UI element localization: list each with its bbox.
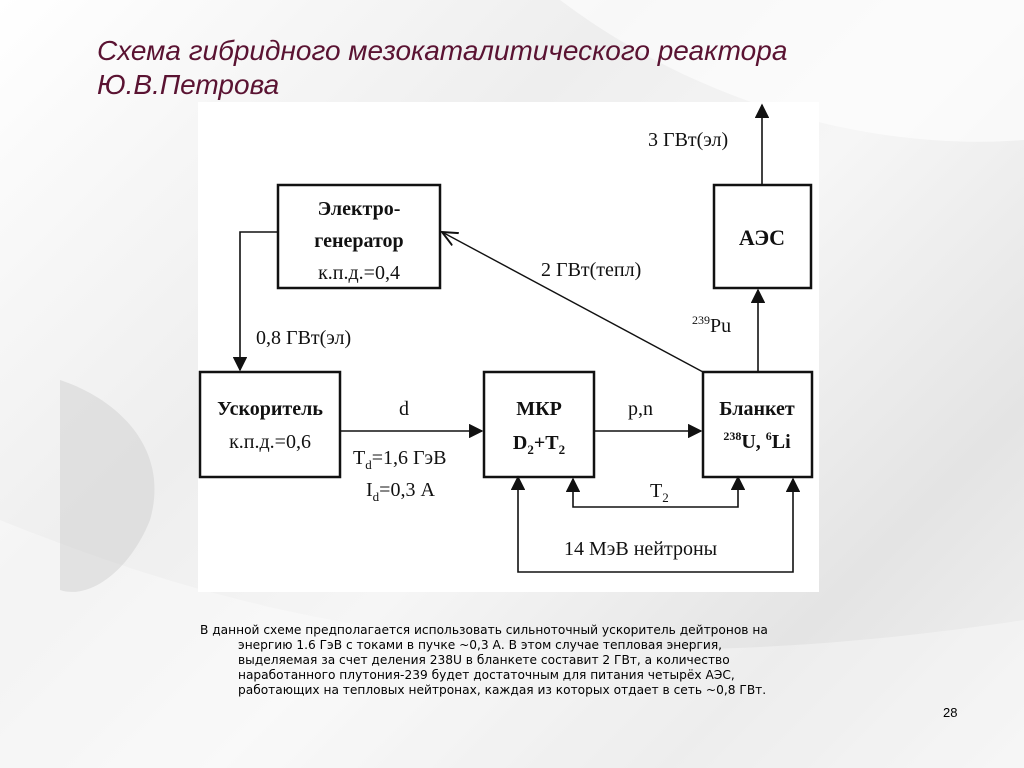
caption-line-3: выделяемая за счет деления 238U в бланке… xyxy=(238,653,730,667)
caption-line-2: энергию 1.6 ГэВ с токами в пучке ~0,3 А.… xyxy=(238,638,723,652)
accelerator-label: Ускоритель xyxy=(217,398,323,420)
title-line-2: Ю.В.Петрова xyxy=(97,69,280,100)
thermal-power-label: 2 ГВт(тепл) xyxy=(541,259,641,281)
mkr-fuel: D2+T2 xyxy=(513,432,565,457)
accelerator-power-arrow xyxy=(232,231,278,372)
slide-title: Схема гибридного мезокаталитического реа… xyxy=(97,34,817,102)
accelerator-power-label: 0,8 ГВт(эл) xyxy=(256,327,351,349)
slide-caption: В данной схеме предполагается использова… xyxy=(200,623,860,698)
thermal-power-arrow xyxy=(442,232,704,373)
caption-line-1: В данной схеме предполагается использова… xyxy=(200,623,768,637)
tritium-loop-arrow xyxy=(565,475,746,508)
accelerator-efficiency: к.п.д.=0,6 xyxy=(229,431,311,453)
generator-label-1: Электро- xyxy=(318,198,401,220)
beam-current-label: Id=0,3 А xyxy=(366,479,435,504)
beam-energy-label: Td=1,6 ГэВ xyxy=(353,447,446,472)
plutonium-label: 239Pu xyxy=(692,313,731,337)
blanket-box xyxy=(701,370,814,479)
neutrons-label: 14 МэВ нейтроны xyxy=(564,538,717,560)
neutron-loop-arrow xyxy=(510,475,801,573)
accelerator-box xyxy=(198,370,342,479)
caption-line-4: наработанного плутония-239 будет достато… xyxy=(238,668,735,682)
mkr-label: МКР xyxy=(516,398,562,420)
generator-efficiency: к.п.д.=0,4 xyxy=(318,262,400,284)
npp-label: АЭС xyxy=(739,225,785,250)
proton-neutron-label: p,n xyxy=(628,398,653,420)
reactor-diagram: Электро- генератор к.п.д.=0,4 Ускоритель… xyxy=(198,102,819,592)
mkr-box xyxy=(482,370,596,479)
generator-label-2: генератор xyxy=(314,230,403,252)
power-output-label: 3 ГВт(эл) xyxy=(648,129,728,151)
tritium-label: T2 xyxy=(650,480,669,505)
blanket-label: Бланкет xyxy=(719,398,795,420)
diagram-canvas: Электро- генератор к.п.д.=0,4 Ускоритель… xyxy=(198,103,814,573)
title-line-1: Схема гибридного мезокаталитического реа… xyxy=(97,35,788,66)
caption-line-5: работающих на тепловых нейтронах, каждая… xyxy=(238,683,767,697)
blanket-materials: 238U, 6Li xyxy=(723,429,791,453)
page-number: 28 xyxy=(943,705,958,720)
deuteron-label: d xyxy=(399,398,409,420)
